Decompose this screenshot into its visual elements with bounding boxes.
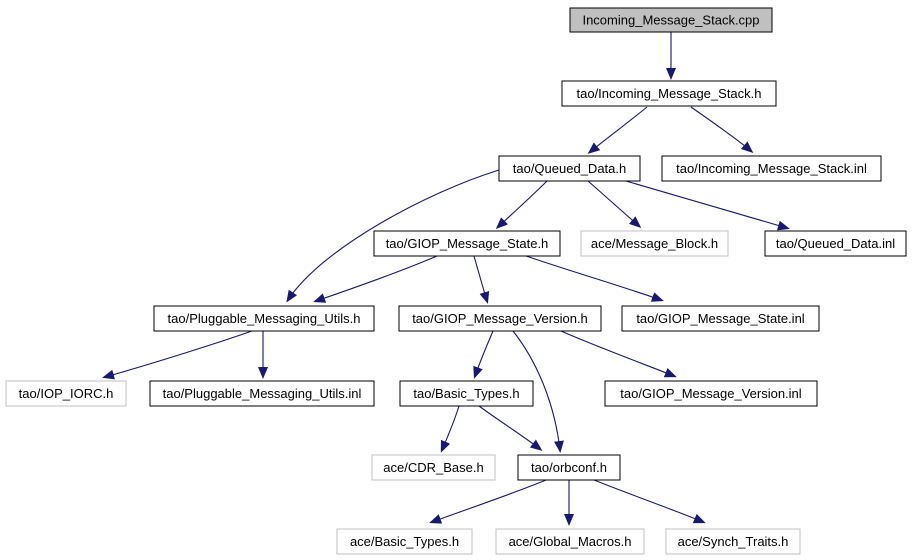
node-label-tao-pluggable-messaging-utils-inl: tao/Pluggable_Messaging_Utils.inl [163,386,362,401]
edge-orb-to-abt [429,479,547,524]
graph-node-tao-basic-types-h[interactable]: tao/Basic_Types.h [399,380,534,407]
edge-pmu_h-to-iop [102,330,253,380]
node-label-ace-message-block-h: ace/Message_Block.h [591,236,718,251]
graph-node-ace-synch-traits-h: ace/Synch_Traits.h [665,528,801,555]
edge-gms_h-to-gms_inl [525,255,664,302]
node-box-ace-synch-traits-h [665,528,801,555]
node-box-tao-pluggable-messaging-utils-inl[interactable] [149,380,375,407]
graph-node-tao-orbconf-h[interactable]: tao/orbconf.h [517,454,621,481]
node-box-tao-giop-message-state-h[interactable] [373,230,561,257]
edge-qd_h-to-gms_h [495,180,548,230]
node-box-tao-incoming-message-stack-inl[interactable] [661,155,882,182]
graph-node-ace-message-block-h: ace/Message_Block.h [580,230,729,257]
graph-node-tao-iop-iorc-h: tao/IOP_IORC.h [5,380,127,407]
node-label-tao-giop-message-state-inl: tao/GIOP_Message_State.inl [636,311,804,326]
node-label-tao-giop-message-version-inl: tao/GIOP_Message_Version.inl [620,386,801,401]
node-label-tao-iop-iorc-h: tao/IOP_IORC.h [19,386,114,401]
node-label-tao-pluggable-messaging-utils-h: tao/Pluggable_Messaging_Utils.h [168,311,361,326]
graph-node-ace-global-macros-h: ace/Global_Macros.h [495,528,645,555]
edge-gms_h-to-gmv_h [473,255,490,304]
node-box-tao-giop-message-state-inl[interactable] [621,305,820,332]
graph-node-tao-incoming-message-stack-h[interactable]: tao/Incoming_Message_Stack.h [561,80,777,107]
node-box-tao-queued-data-h[interactable] [498,155,641,182]
node-label-tao-giop-message-state-h: tao/GIOP_Message_State.h [386,236,549,251]
node-box-tao-iop-iorc-h [5,380,127,407]
node-box-tao-basic-types-h[interactable] [399,380,534,407]
edge-qd_h-to-amb [587,180,642,228]
node-box-tao-giop-message-version-h[interactable] [398,305,602,332]
edge-gmv_h-to-gmv_inl [560,330,677,378]
node-label-tao-giop-message-version-h: tao/GIOP_Message_Version.h [412,311,588,326]
node-box-ace-basic-types-h [336,528,473,555]
node-label-ace-basic-types-h: ace/Basic_Types.h [350,534,459,549]
node-label-tao-orbconf-h: tao/orbconf.h [531,460,607,475]
edge-qd_h-to-qd_inl [625,180,790,231]
graph-node-tao-giop-message-version-h[interactable]: tao/GIOP_Message_Version.h [398,305,602,332]
node-label-tao-queued-data-inl: tao/Queued_Data.inl [776,236,895,251]
graph-node-incoming-message-stack-cpp: Incoming_Message_Stack.cpp [569,7,773,33]
graph-node-tao-giop-message-version-inl[interactable]: tao/GIOP_Message_Version.inl [604,380,818,407]
node-label-incoming-message-stack-cpp: Incoming_Message_Stack.cpp [582,13,759,28]
node-box-tao-incoming-message-stack-h[interactable] [561,80,777,107]
node-label-tao-incoming-message-stack-inl: tao/Incoming_Message_Stack.inl [676,161,867,176]
node-label-ace-synch-traits-h: ace/Synch_Traits.h [678,534,789,549]
node-label-tao-incoming-message-stack-h: tao/Incoming_Message_Stack.h [577,86,762,101]
graph-node-tao-incoming-message-stack-inl[interactable]: tao/Incoming_Message_Stack.inl [661,155,882,182]
node-label-tao-queued-data-h: tao/Queued_Data.h [513,161,626,176]
node-label-ace-cdr-base-h: ace/CDR_Base.h [383,460,483,475]
edge-gms_h-to-pmu_h [313,255,438,303]
node-label-ace-global-macros-h: ace/Global_Macros.h [509,534,632,549]
node-box-tao-giop-message-version-inl[interactable] [604,380,818,407]
graph-node-tao-queued-data-inl[interactable]: tao/Queued_Data.inl [764,230,907,257]
node-box-ace-cdr-base-h [371,454,496,481]
graph-node-tao-giop-message-state-inl[interactable]: tao/GIOP_Message_State.inl [621,305,820,332]
edge-orb-to-ast [593,479,706,524]
node-box-incoming-message-stack-cpp [569,7,773,33]
graph-node-tao-pluggable-messaging-utils-inl[interactable]: tao/Pluggable_Messaging_Utils.inl [149,380,375,407]
edge-ims_h-to-ims_inl [690,106,754,153]
graph-node-tao-giop-message-state-h[interactable]: tao/GIOP_Message_State.h [373,230,561,257]
node-box-tao-pluggable-messaging-utils-h[interactable] [153,305,375,332]
graph-node-tao-queued-data-h[interactable]: tao/Queued_Data.h [498,155,641,182]
edge-ims_h-to-qd_h [587,106,648,154]
node-box-tao-queued-data-inl[interactable] [764,230,907,257]
node-box-ace-global-macros-h [495,528,645,555]
edge-bt_h-to-orb [478,405,543,451]
node-label-tao-basic-types-h: tao/Basic_Types.h [413,386,519,401]
graph-node-ace-cdr-base-h: ace/CDR_Base.h [371,454,496,481]
edge-qd_h-to-pmu_h [286,169,500,303]
node-box-tao-orbconf-h[interactable] [517,454,621,481]
graph-node-tao-pluggable-messaging-utils-h[interactable]: tao/Pluggable_Messaging_Utils.h [153,305,375,332]
edge-gmv_h-to-bt_h [473,330,494,379]
edge-gmv_h-to-orb [512,330,564,453]
node-box-ace-message-block-h [580,230,729,257]
edge-bt_h-to-cdr [440,405,460,453]
graph-node-ace-basic-types-h: ace/Basic_Types.h [336,528,473,555]
